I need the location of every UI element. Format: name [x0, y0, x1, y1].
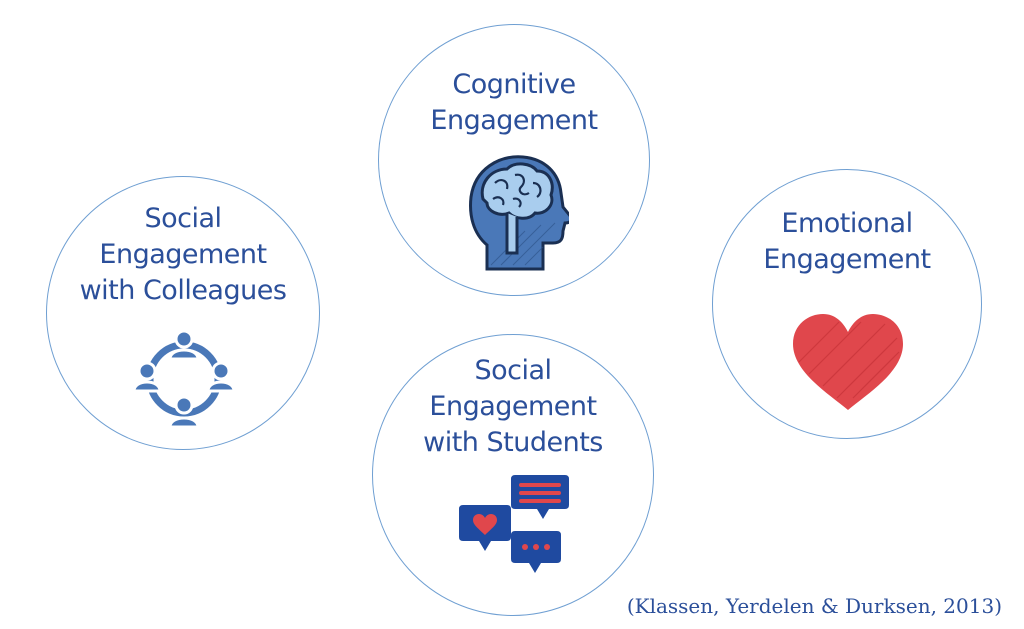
citation: (Klassen, Yerdelen & Durksen, 2013): [626, 594, 1002, 618]
students-engagement-circle: Social Engagement with Students: [372, 334, 654, 616]
brain-head-icon: [469, 155, 569, 271]
colleagues-engagement-label: Social Engagement with Colleagues: [79, 203, 287, 306]
cognitive-engagement-label: Cognitive Engagement: [430, 69, 598, 136]
emotional-engagement-circle: Emotional Engagement: [712, 169, 982, 439]
colleagues-engagement-circle: Social Engagement with Colleagues: [46, 176, 320, 450]
heart-icon: [793, 314, 903, 410]
emotional-engagement-label: Emotional Engagement: [763, 208, 931, 275]
students-engagement-label: Social Engagement with Students: [423, 355, 603, 458]
cognitive-engagement-circle: Cognitive Engagement: [378, 24, 650, 296]
people-network-icon: [135, 329, 233, 429]
chat-bubbles-icon: [459, 475, 569, 573]
